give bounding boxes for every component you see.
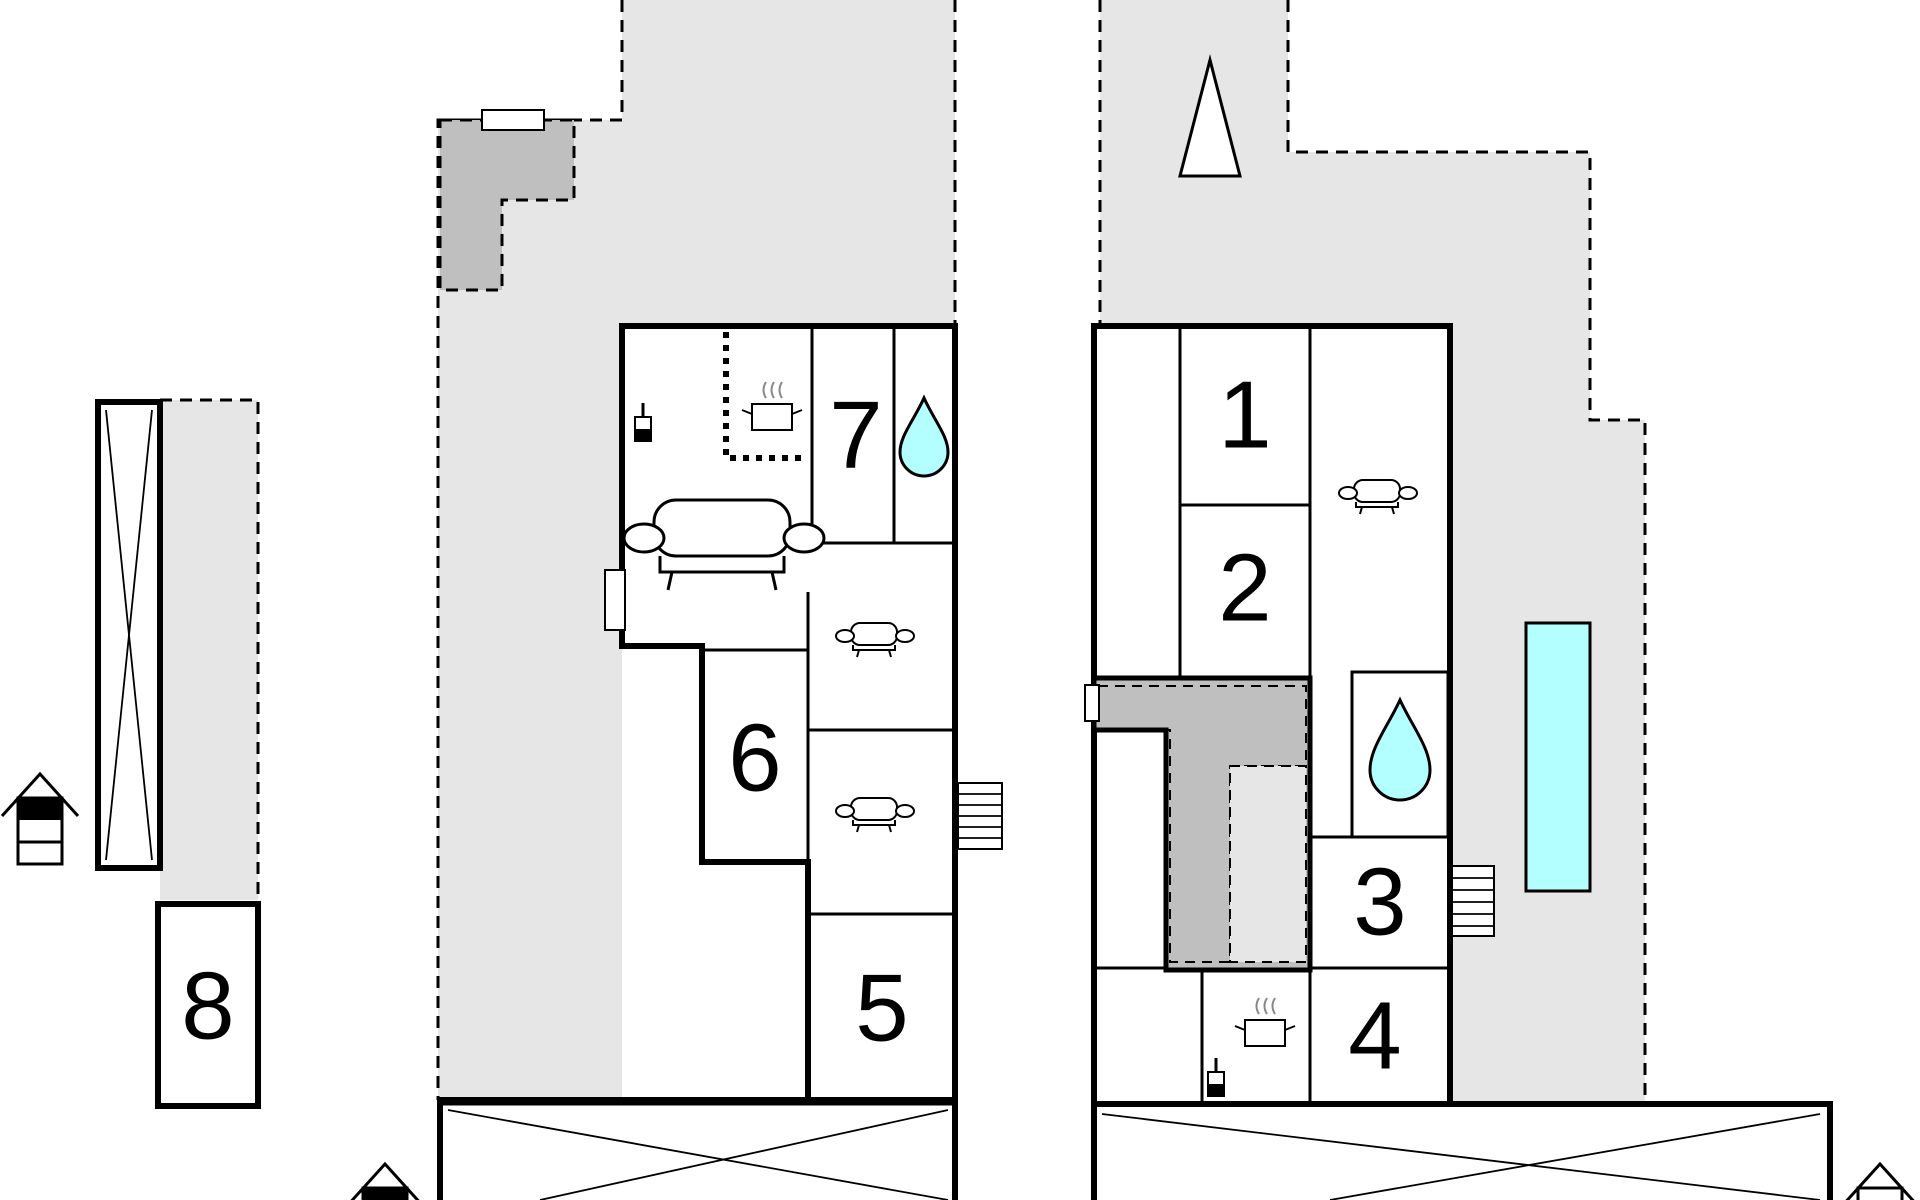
pool-icon bbox=[1524, 621, 1592, 893]
stove-icon bbox=[1207, 1058, 1225, 1097]
room-4-number: 4 bbox=[1348, 983, 1401, 1090]
water-drop-icon bbox=[898, 394, 950, 478]
house-icon bbox=[1845, 1161, 1915, 1200]
carport-left bbox=[95, 399, 163, 871]
stove-icon bbox=[634, 403, 652, 442]
room-6-number: 6 bbox=[728, 705, 781, 812]
stairs-icon bbox=[1451, 865, 1495, 937]
window-icon bbox=[1084, 684, 1100, 722]
window-icon bbox=[604, 569, 626, 631]
room-2-number: 2 bbox=[1218, 535, 1271, 642]
left-terrace bbox=[438, 109, 576, 292]
stairs-icon bbox=[957, 782, 1003, 850]
room-5-number: 5 bbox=[855, 955, 908, 1062]
armchair-icon bbox=[1338, 479, 1418, 515]
room-3-number: 3 bbox=[1353, 849, 1406, 956]
armchair-icon bbox=[835, 797, 915, 833]
cooking-pot-icon bbox=[741, 381, 803, 431]
water-drop-icon bbox=[1368, 696, 1432, 802]
house-icon bbox=[350, 1161, 420, 1200]
window-icon bbox=[481, 109, 545, 131]
room-8 bbox=[155, 901, 261, 1109]
house-icon bbox=[0, 771, 80, 866]
room-8-number: 8 bbox=[181, 953, 234, 1060]
left-yard bbox=[436, 0, 957, 1100]
armchair-icon bbox=[835, 622, 915, 658]
sofa-icon bbox=[622, 498, 826, 591]
right-house bbox=[1084, 323, 1453, 1107]
tree-icon bbox=[1178, 54, 1242, 178]
cooking-pot-icon bbox=[1234, 997, 1296, 1047]
room-1-number: 1 bbox=[1218, 362, 1271, 469]
far-left-yard bbox=[160, 398, 260, 900]
carport-bottom-right bbox=[1091, 1101, 1833, 1200]
carport-bottom-left bbox=[437, 1097, 958, 1200]
room-7-number: 7 bbox=[829, 382, 882, 489]
